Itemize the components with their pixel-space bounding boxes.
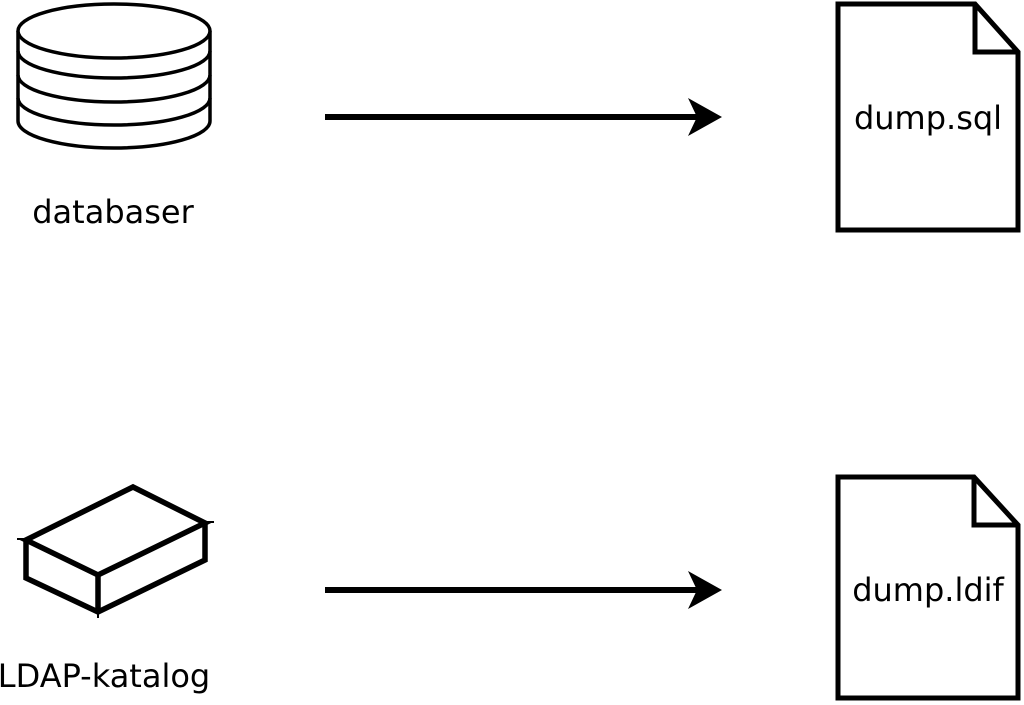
ldif-file-label: dump.ldif — [852, 571, 1004, 609]
box-3d-icon — [17, 483, 214, 618]
database-icon — [16, 2, 212, 150]
arrow-ldap-to-ldif-icon — [325, 571, 722, 609]
ldap-catalog-label: LDAP-katalog — [0, 657, 210, 695]
database-label: databaser — [32, 193, 194, 231]
sql-file-label: dump.sql — [854, 99, 1002, 137]
arrow-database-to-sql-icon — [325, 98, 722, 136]
document-sql-icon — [835, 1, 1021, 233]
document-ldif-icon — [835, 474, 1021, 701]
